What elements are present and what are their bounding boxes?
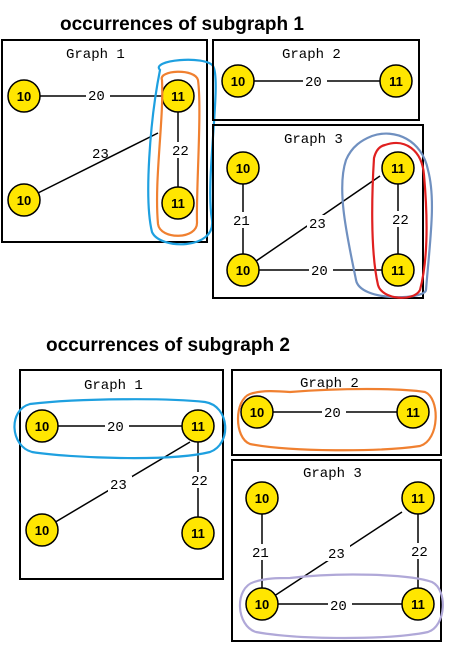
s2-g3-highlight-lavender: [238, 573, 444, 640]
s1-g1-edge-23: [23, 132, 159, 201]
s2-g2-node-a-label: 10: [250, 405, 264, 420]
s2-g1-edge-label-22: 22: [191, 474, 208, 490]
s2-graph-2: Graph 2 20 10 11: [231, 369, 442, 456]
s2-g2-highlight-orange: [237, 387, 437, 452]
s2-g1-edge-label-20: 20: [107, 420, 124, 436]
s1-g1-node-b-label: 11: [171, 89, 185, 104]
s2-g3-node-c: [245, 587, 279, 621]
s1-g3-node-b: [381, 151, 415, 185]
s2-graph-3-box: [231, 459, 442, 642]
s2-g1-node-d: [181, 516, 215, 550]
s2-g1-highlight-blue: [13, 398, 227, 460]
s1-g2-node-b: [379, 64, 413, 98]
s1-graph-1: Graph 1 20 22 23 10 11 10 11: [1, 39, 217, 246]
s2-g3-node-b: [401, 481, 435, 515]
s2-g3-edge-label-20: 20: [330, 599, 347, 615]
s1-g3-highlight-red: [371, 141, 428, 299]
s2-g2-edge-label-20: 20: [324, 406, 341, 422]
s1-g2-node-a: [221, 64, 255, 98]
s2-g1-node-c-label: 10: [35, 523, 49, 538]
s1-g3-node-c-label: 10: [236, 263, 250, 278]
s2-g1-edge-label-23: 23: [110, 478, 127, 494]
s2-graph-3-title: Graph 3: [303, 466, 362, 482]
s2-graph-2-box: [231, 369, 442, 456]
s1-g2-node-a-label: 10: [231, 74, 245, 89]
s2-graph-2-title: Graph 2: [300, 376, 359, 392]
s1-g3-node-d-label: 11: [391, 263, 405, 278]
s1-g1-node-c: [7, 183, 41, 217]
s1-graph-2-box: [212, 39, 420, 121]
s1-graph-1-box: [1, 39, 208, 243]
s1-g3-edge-label-21: 21: [233, 214, 250, 230]
s1-g3-edge-label-22: 22: [392, 213, 409, 229]
s1-graph-1-title: Graph 1: [66, 47, 125, 63]
s2-g3-node-d-label: 11: [411, 597, 425, 612]
s2-g3-node-b-label: 11: [411, 491, 425, 506]
s2-g1-node-b: [181, 409, 215, 443]
s2-graph-1-box: [19, 369, 224, 580]
s2-g3-node-a-label: 10: [255, 491, 269, 506]
s2-g1-node-b-label: 11: [191, 419, 205, 434]
s2-g1-node-a: [25, 409, 59, 443]
s2-g1-node-c: [25, 513, 59, 547]
s2-g2-node-b-label: 11: [406, 405, 420, 420]
s2-graph-1-title: Graph 1: [84, 378, 143, 394]
s2-g2-node-a: [240, 395, 274, 429]
s2-g3-edge-label-21: 21: [252, 546, 269, 562]
s1-graph-2-title: Graph 2: [282, 47, 341, 63]
s1-g3-edge-label-20: 20: [311, 264, 328, 280]
section-1-title: occurrences of subgraph 1: [60, 14, 304, 35]
s2-g3-node-c-label: 10: [255, 597, 269, 612]
s1-g3-node-a-label: 10: [236, 161, 250, 176]
s1-g1-node-a: [7, 79, 41, 113]
s1-g1-node-c-label: 10: [17, 193, 31, 208]
s1-g1-edge-label-23: 23: [92, 147, 109, 163]
s1-g1-node-d-label: 11: [171, 196, 185, 211]
s2-graph-1: Graph 1 20 23 22 10 11 10 11: [13, 369, 227, 580]
s1-g3-node-c: [226, 253, 260, 287]
s1-g1-node-a-label: 10: [17, 89, 31, 104]
s2-g3-node-d: [401, 587, 435, 621]
s1-g2-node-b-label: 11: [389, 74, 403, 89]
s1-g2-edge-label-20: 20: [305, 75, 322, 91]
s1-graph-3-title: Graph 3: [284, 132, 343, 148]
s1-g1-highlight-orange: [155, 70, 201, 237]
s1-g3-node-b-label: 11: [391, 161, 405, 176]
s2-graph-3: Graph 3 21 23 22 20 10 11 10 11: [231, 459, 444, 642]
s1-g3-edge-label-23: 23: [309, 217, 326, 233]
s2-g3-edge-label-22: 22: [411, 545, 428, 561]
s2-g2-node-b: [396, 395, 430, 429]
s2-g1-node-a-label: 10: [35, 419, 49, 434]
section-2-title: occurrences of subgraph 2: [46, 335, 290, 356]
s1-graph-2: Graph 2 20 10 11: [212, 39, 420, 121]
s1-g1-edge-label-22: 22: [172, 144, 189, 160]
s1-g1-node-d: [161, 186, 195, 220]
s2-g1-node-d-label: 11: [191, 526, 205, 541]
s1-graph-3-box: [212, 124, 424, 299]
s1-g1-edge-label-20: 20: [88, 89, 105, 105]
s1-g3-node-a: [226, 151, 260, 185]
s1-g3-node-d: [381, 253, 415, 287]
s1-graph-3: Graph 3 20 22 23 21 10 11 10 11: [212, 124, 434, 299]
s2-g3-node-a: [245, 481, 279, 515]
s2-g3-edge-label-23: 23: [328, 547, 345, 563]
